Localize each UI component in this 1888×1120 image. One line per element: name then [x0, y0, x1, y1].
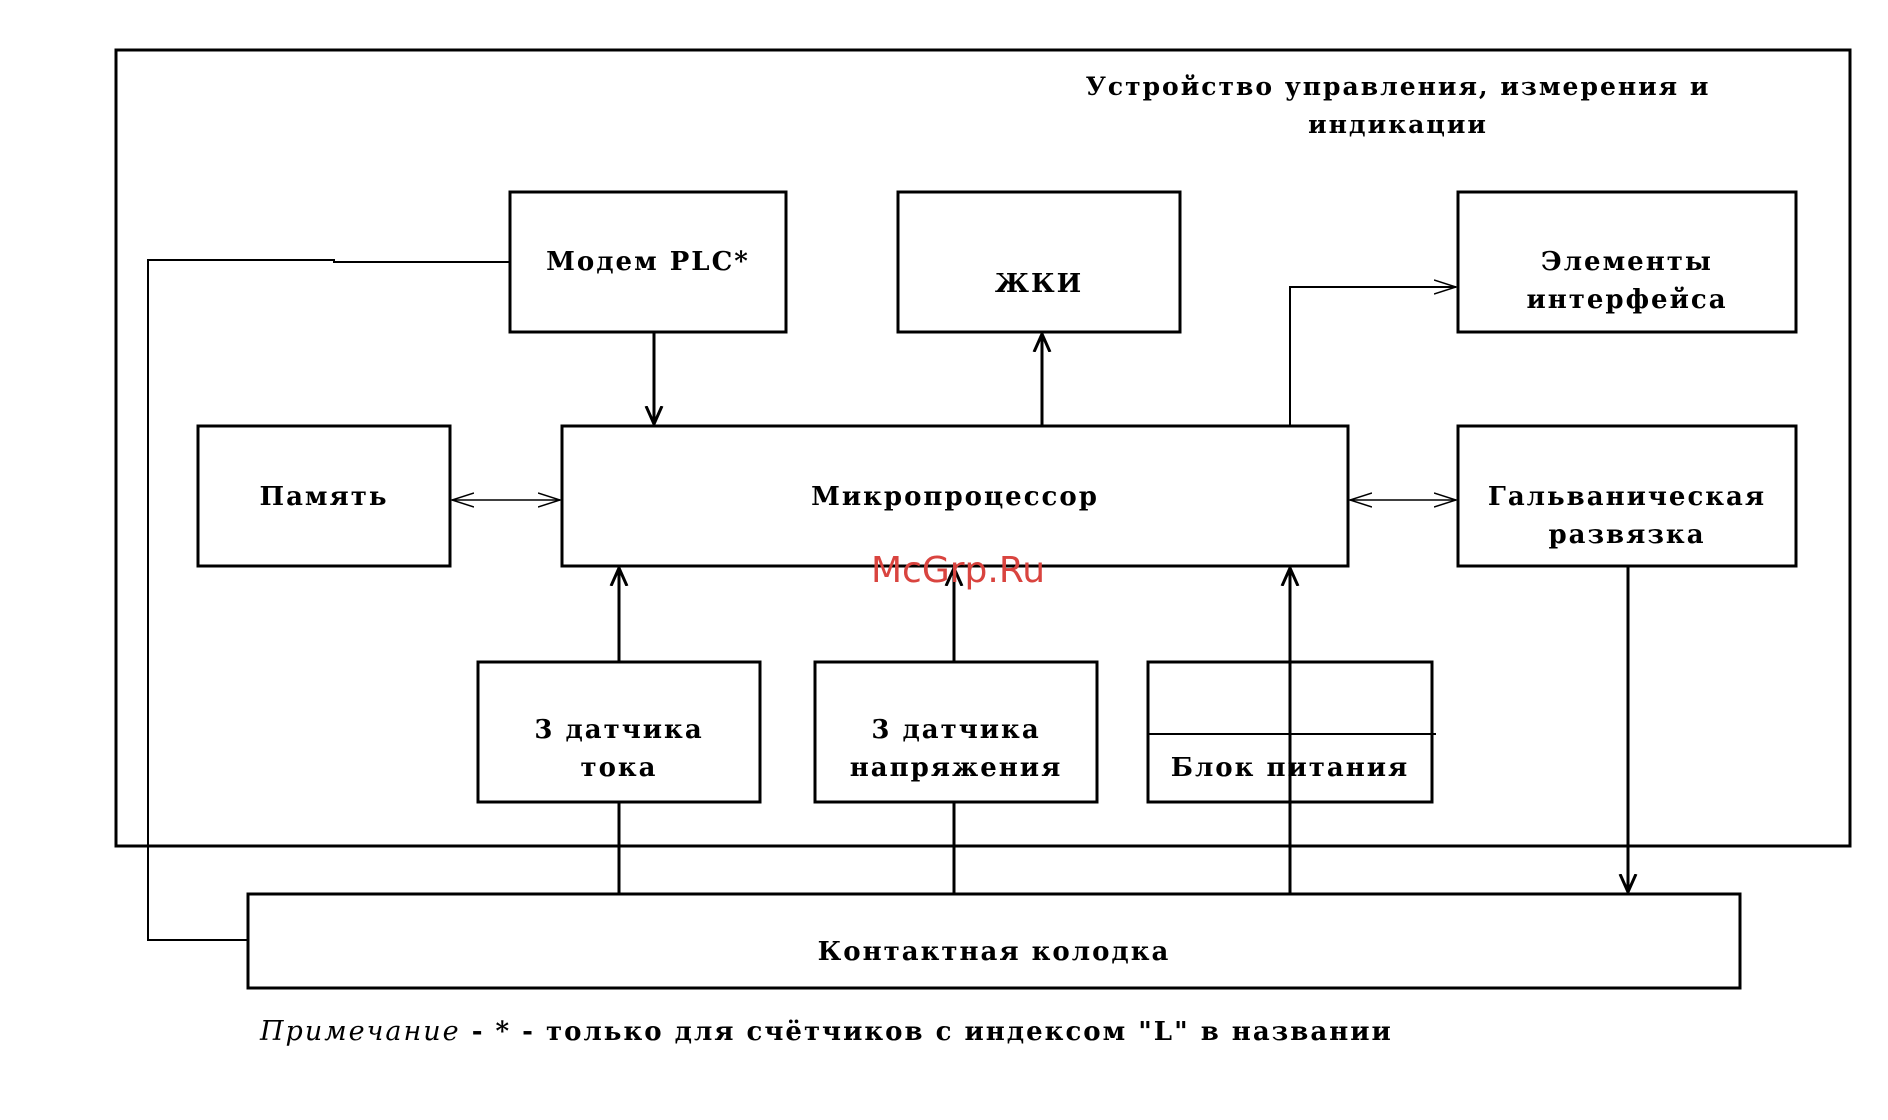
arrow-mcu-to-interface	[1290, 287, 1456, 426]
voltage-sensors-label-line2: напряжения	[850, 753, 1063, 783]
footnote-text: - * - только для счётчиков с индексом "L…	[461, 1017, 1393, 1047]
interface-elements-label-line2: интерфейса	[1526, 285, 1727, 315]
footnote-prefix: Примечание	[259, 1016, 461, 1047]
microprocessor-label: Микропроцессор	[811, 482, 1099, 512]
line-modem-to-terminal	[148, 260, 510, 940]
footnote: Примечание - * - только для счётчиков с …	[259, 1016, 1393, 1047]
terminal-block-label: Контактная колодка	[818, 937, 1171, 967]
enclosure-title-line1: Устройство управления, измерения и	[1086, 72, 1711, 101]
current-sensors-label-line2: тока	[580, 753, 657, 783]
current-sensors-label-line1: 3 датчика	[534, 715, 703, 745]
modem-plc-label: Модем PLC*	[546, 247, 750, 277]
galvanic-isolation-label-line2: развязка	[1548, 520, 1705, 550]
watermark: McGrp.Ru	[871, 550, 1045, 591]
lcd-label: ЖКИ	[995, 269, 1083, 299]
galvanic-isolation-label-line1: Гальваническая	[1488, 482, 1766, 512]
enclosure-title-line2: индикации	[1308, 110, 1488, 139]
memory-label: Память	[260, 482, 389, 512]
voltage-sensors-label-line1: 3 датчика	[871, 715, 1040, 745]
interface-elements-label-line1: Элементы	[1541, 247, 1713, 277]
lcd-block	[898, 192, 1180, 332]
